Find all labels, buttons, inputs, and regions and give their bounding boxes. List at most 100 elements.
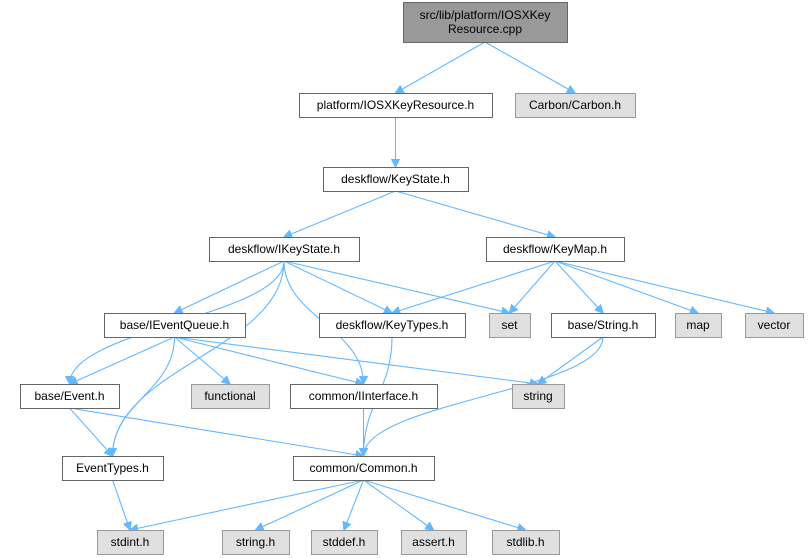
node-map-label-0: map xyxy=(686,318,710,332)
edge-ikeystate-to-set xyxy=(283,260,510,313)
node-ieventqueue-label-0: base/IEventQueue.h xyxy=(120,318,229,332)
node-ikeystate[interactable]: deskflow/IKeyState.h xyxy=(209,237,360,262)
nodes-layer: src/lib/platform/IOSXKeyResource.cpp plat… xyxy=(20,2,804,555)
edge-ieventqueue-to-functional xyxy=(174,336,231,384)
node-eventtypes-label-0: EventTypes.h xyxy=(76,461,149,475)
node-keytypes-box xyxy=(319,313,466,338)
node-keymap-label-0: deskflow/KeyMap.h xyxy=(503,242,607,256)
node-set-label-0: set xyxy=(501,318,518,332)
node-basestring[interactable]: base/String.h xyxy=(551,313,656,338)
node-set-box xyxy=(489,313,531,338)
edge-basestring-to-string xyxy=(538,336,604,384)
edge-ikeystate-to-ieventqueue xyxy=(175,260,285,313)
edge-keymap-to-basestring xyxy=(554,260,603,313)
edge-root-to-carbon xyxy=(484,41,575,93)
edge-event-to-eventtypes xyxy=(69,407,113,456)
node-event-label-0: base/Event.h xyxy=(34,389,104,403)
node-root-label-0: src/lib/platform/IOSXKey xyxy=(420,8,551,22)
edge-ikeystate-to-keytypes xyxy=(283,260,392,313)
node-carbon-label-0: Carbon/Carbon.h xyxy=(529,98,621,112)
edge-common-to-stdlib xyxy=(363,479,526,530)
node-ikeystate-label-0: deskflow/IKeyState.h xyxy=(228,242,340,256)
edge-basestring-to-common xyxy=(364,336,604,456)
edge-keymap-to-vector xyxy=(554,260,774,313)
node-ieventqueue[interactable]: base/IEventQueue.h xyxy=(104,313,246,338)
node-stdlib-label-0: stdlib.h xyxy=(506,535,544,549)
node-root-box xyxy=(403,2,568,43)
node-assert-box xyxy=(401,530,467,555)
node-basestring-label-0: base/String.h xyxy=(568,318,639,332)
edge-root-to-iosxkeyres xyxy=(396,41,486,93)
node-stddef-box xyxy=(311,530,378,555)
node-vector-label-0: vector xyxy=(758,318,791,332)
node-string-box xyxy=(512,384,565,409)
node-functional-box xyxy=(191,384,270,409)
node-stdint-label-0: stdint.h xyxy=(111,535,150,549)
edges-layer xyxy=(69,41,775,530)
node-stdlib-box xyxy=(492,530,560,555)
node-basestring-box xyxy=(551,313,656,338)
node-event[interactable]: base/Event.h xyxy=(20,384,120,409)
node-eventtypes-box xyxy=(62,456,164,481)
node-functional: functional xyxy=(191,384,270,409)
node-keytypes-label-0: deskflow/KeyTypes.h xyxy=(336,318,449,332)
node-map-box xyxy=(675,313,722,338)
node-iosxkeyres-label-0: platform/IOSXKeyResource.h xyxy=(317,98,474,112)
edge-common-to-assert xyxy=(363,479,434,530)
edge-common-to-stddef xyxy=(344,479,365,530)
edge-keystate-to-ikeystate xyxy=(284,190,396,237)
edge-common-to-stdint xyxy=(130,479,364,530)
node-iosxkeyres[interactable]: platform/IOSXKeyResource.h xyxy=(299,93,493,118)
node-common[interactable]: common/Common.h xyxy=(293,456,435,481)
node-stdlib: stdlib.h xyxy=(492,530,560,555)
node-keystate-box xyxy=(323,167,469,192)
node-stddef: stddef.h xyxy=(311,530,378,555)
node-eventtypes[interactable]: EventTypes.h xyxy=(62,456,164,481)
node-stringh: string.h xyxy=(222,530,290,555)
node-root-label-1: Resource.cpp xyxy=(448,22,522,36)
edge-keystate-to-keymap xyxy=(395,190,556,237)
node-stringh-label-0: string.h xyxy=(236,535,275,549)
edge-keymap-to-keytypes xyxy=(392,260,556,313)
node-set: set xyxy=(489,313,531,338)
node-functional-label-0: functional xyxy=(204,389,255,403)
edge-ikeystate-to-eventtypes xyxy=(113,260,285,456)
node-carbon-box xyxy=(515,93,636,118)
edge-ieventqueue-to-iinterface xyxy=(174,336,364,384)
node-keymap-box xyxy=(486,237,625,262)
edge-keymap-to-map xyxy=(554,260,698,313)
node-common-box xyxy=(293,456,435,481)
edge-eventtypes-to-stdint xyxy=(111,479,131,530)
edge-event-to-common xyxy=(69,407,364,456)
node-ikeystate-box xyxy=(209,237,360,262)
node-assert: assert.h xyxy=(401,530,467,555)
edge-common-to-stringh xyxy=(256,479,364,530)
node-keystate[interactable]: deskflow/KeyState.h xyxy=(323,167,469,192)
node-iinterface[interactable]: common/IInterface.h xyxy=(290,384,438,409)
node-keytypes[interactable]: deskflow/KeyTypes.h xyxy=(319,313,466,338)
node-root: src/lib/platform/IOSXKeyResource.cpp xyxy=(403,2,568,43)
node-string: string xyxy=(512,384,565,409)
node-iosxkeyres-box xyxy=(299,93,493,118)
node-iinterface-box xyxy=(290,384,438,409)
edge-ieventqueue-to-eventtypes xyxy=(113,336,176,456)
node-string-label-0: string xyxy=(523,389,552,403)
node-stddef-label-0: stddef.h xyxy=(323,535,366,549)
node-map: map xyxy=(675,313,722,338)
node-stdint: stdint.h xyxy=(97,530,164,555)
node-stdint-box xyxy=(97,530,164,555)
node-keystate-label-0: deskflow/KeyState.h xyxy=(341,172,450,186)
node-common-label-0: common/Common.h xyxy=(309,461,417,475)
node-keymap[interactable]: deskflow/KeyMap.h xyxy=(486,237,625,262)
node-stringh-box xyxy=(222,530,290,555)
edge-ieventqueue-to-string xyxy=(174,336,539,384)
node-vector-box xyxy=(745,313,804,338)
node-ieventqueue-box xyxy=(104,313,246,338)
edge-keymap-to-set xyxy=(510,260,556,313)
node-carbon: Carbon/Carbon.h xyxy=(515,93,636,118)
edge-ieventqueue-to-event xyxy=(70,336,175,384)
node-event-box xyxy=(20,384,120,409)
node-iinterface-label-0: common/IInterface.h xyxy=(309,389,418,403)
node-assert-label-0: assert.h xyxy=(412,535,455,549)
